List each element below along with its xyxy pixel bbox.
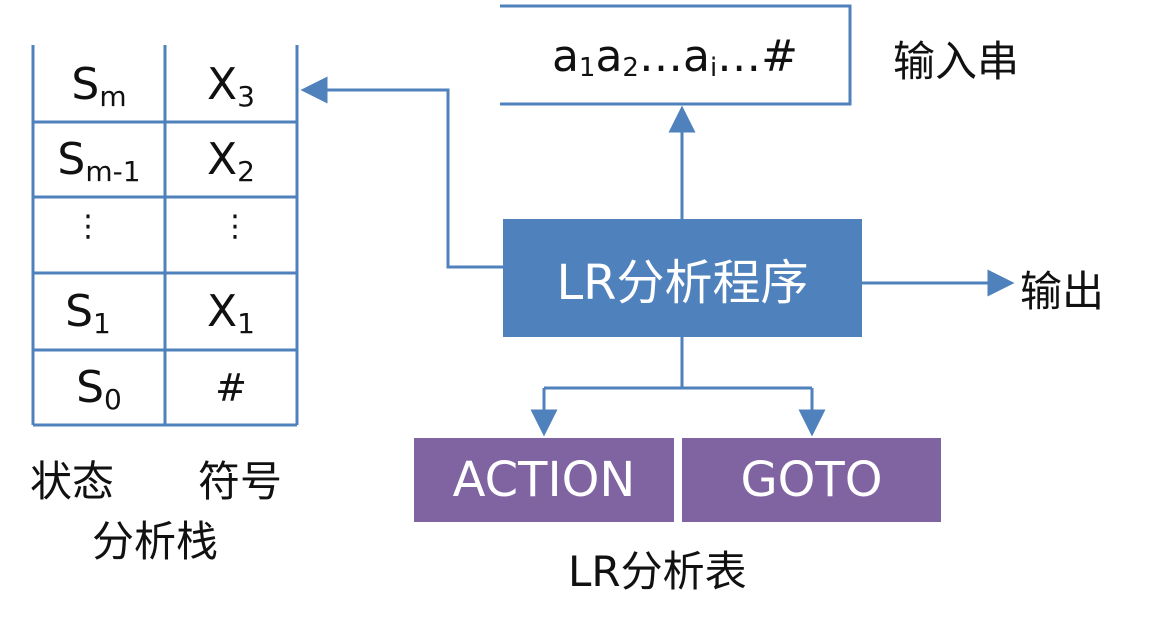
program-to-stack-arrow bbox=[300, 76, 503, 269]
vertical-ellipsis: ⋮ bbox=[220, 209, 250, 244]
input-box-border bbox=[500, 4, 852, 106]
grammar-symbol: # bbox=[215, 365, 247, 410]
input-subscript: i bbox=[709, 53, 718, 83]
input-string-label: 输入串 bbox=[893, 37, 1020, 86]
stack-state-ellipsis: ⋮ bbox=[33, 197, 143, 257]
action-label: ACTION bbox=[452, 452, 636, 508]
symbol-subscript: 1 bbox=[237, 307, 255, 340]
state-subscript: m-1 bbox=[85, 155, 141, 188]
state-column-label: 状态 bbox=[30, 457, 115, 506]
lr-program-label: LR分析程序 bbox=[556, 255, 809, 311]
state-subscript: 1 bbox=[93, 307, 111, 340]
state-symbol: S bbox=[65, 286, 94, 337]
state-subscript: m bbox=[99, 80, 127, 113]
input-ellipsis: … bbox=[717, 30, 762, 82]
state-subscript: 0 bbox=[104, 383, 122, 416]
symbol-subscript: 2 bbox=[237, 155, 255, 188]
stack-symbol-cell: # bbox=[165, 350, 297, 425]
grammar-symbol: X bbox=[207, 134, 238, 185]
state-symbol: S bbox=[76, 362, 105, 413]
stack-symbol-ellipsis: ⋮ bbox=[180, 197, 290, 257]
goto-table-box: GOTO bbox=[682, 438, 941, 522]
vertical-ellipsis: ⋮ bbox=[73, 209, 103, 244]
input-subscript: 2 bbox=[622, 53, 639, 83]
lr-table-label: LR分析表 bbox=[568, 547, 747, 596]
lr-program-box: LR分析程序 bbox=[503, 219, 862, 337]
goto-label: GOTO bbox=[740, 452, 883, 508]
grammar-symbol: X bbox=[207, 59, 238, 110]
input-symbol: a bbox=[595, 30, 623, 82]
output-label: 输出 bbox=[1020, 267, 1105, 316]
symbol-column-label: 符号 bbox=[198, 457, 283, 506]
action-table-box: ACTION bbox=[414, 438, 674, 522]
symbol-subscript: 3 bbox=[237, 80, 255, 113]
input-symbol: a bbox=[551, 30, 579, 82]
state-symbol: S bbox=[57, 134, 86, 185]
input-subscript: 1 bbox=[578, 53, 596, 83]
input-end-marker: # bbox=[761, 30, 799, 82]
grammar-symbol: X bbox=[207, 286, 238, 337]
stack-title: 分析栈 bbox=[92, 517, 219, 566]
input-symbol: a bbox=[682, 30, 710, 82]
input-ellipsis: … bbox=[638, 30, 683, 82]
state-symbol: S bbox=[71, 59, 100, 110]
